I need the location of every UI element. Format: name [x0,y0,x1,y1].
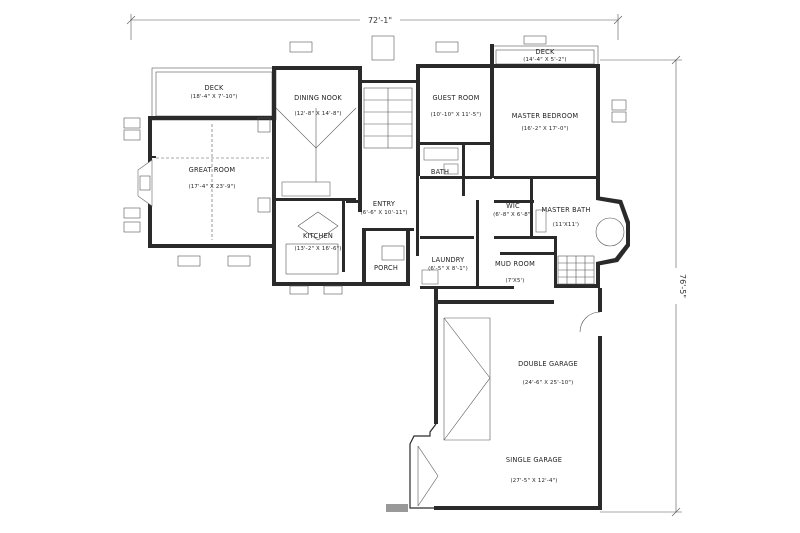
deck-left-size: (18'-4" X 7'-10") [190,94,237,100]
deck-right-name: DECK [536,48,555,56]
master-bath-size: (11'X11') [553,222,579,228]
window-marks [123,35,627,295]
master-bath-name: MASTER BATH [542,206,591,214]
laundry-size: (6'-5" X 8'-1") [428,266,468,272]
master-bedroom-name: MASTER BEDROOM [512,112,579,120]
dining-nook-size: (12'-8" X 14'-8") [294,111,341,117]
overall-width-label: 72'-1" [368,16,392,25]
bath-name: BATH [431,168,449,176]
entry-size: (6'-6" X 10'-11") [360,210,407,216]
wic-size: (6'-8" X 6'-8") [493,212,533,218]
kitchen-size: (13'-2" X 16'-6") [294,246,341,252]
double-garage-size: (24'-6" X 25'-10") [523,380,574,386]
overall-depth-label: 76'-5" [678,274,687,298]
single-garage-size: (27'-5" X 12'-4") [510,478,557,484]
interior-walls [152,142,600,289]
kitchen-name: KITCHEN [303,232,333,240]
wic-name: WIC [506,202,520,210]
guest-room-name: GUEST ROOM [432,94,479,102]
double-garage-name: DOUBLE GARAGE [518,360,578,368]
dining-nook-name: DINING NOOK [294,94,342,102]
mud-room-name: MUD ROOM [495,260,535,268]
deck-left-name: DECK [205,84,224,92]
laundry-name: LAUNDRY [432,256,466,264]
dimension-lines: 72'-1" 76'-5" [126,14,687,517]
single-garage-name: SINGLE GARAGE [506,456,562,464]
entry-name: ENTRY [373,200,396,208]
deck-right-size: (14'-4" X 5'-2") [523,57,567,63]
room-labels: DECK (18'-4" X 7'-10") DINING NOOK (12'-… [188,48,590,484]
fixtures [137,87,625,512]
exterior-walls [148,44,630,510]
great-room-size: (17'-4" X 23'-9") [188,184,235,190]
great-room-name: GREAT ROOM [189,166,236,174]
porch-name: PORCH [374,264,398,272]
mud-room-size: (7'X5') [505,278,524,284]
master-bedroom-size: (16'-2" X 17'-0") [521,126,568,132]
guest-room-size: (10'-10" X 11'-5") [431,112,482,118]
